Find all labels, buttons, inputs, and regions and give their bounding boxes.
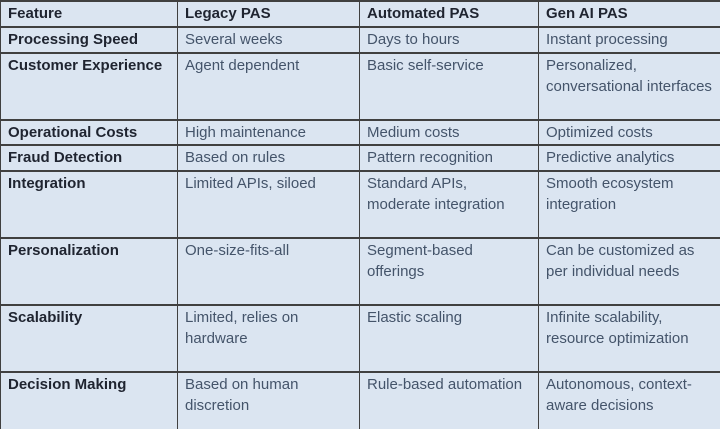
feature-cell: Decision Making: [0, 370, 178, 429]
column-header-gen-ai-pas: Gen AI PAS: [538, 0, 720, 28]
automated-cell: Basic self-service: [359, 51, 539, 121]
table-row-decision-making: Decision Making Based on human discretio…: [0, 370, 720, 429]
gen-ai-cell: Predictive analytics: [538, 144, 720, 172]
automated-cell: Days to hours: [359, 26, 539, 54]
table-row-operational-costs: Operational Costs High maintenance Mediu…: [0, 118, 720, 146]
table-row-personalization: Personalization One-size-fits-all Segmen…: [0, 236, 720, 306]
automated-cell: Medium costs: [359, 118, 539, 146]
legacy-cell: Limited APIs, siloed: [177, 169, 360, 239]
automated-cell: Elastic scaling: [359, 303, 539, 373]
gen-ai-cell: Can be customized as per individual need…: [538, 236, 720, 306]
feature-cell: Customer Experience: [0, 51, 178, 121]
gen-ai-cell: Infinite scalability, resource optimizat…: [538, 303, 720, 373]
table-row-integration: Integration Limited APIs, siloed Standar…: [0, 169, 720, 239]
header-row: Feature Legacy PAS Automated PAS Gen AI …: [0, 0, 720, 28]
gen-ai-cell: Personalized, conversational interfaces: [538, 51, 720, 121]
column-header-legacy-pas: Legacy PAS: [177, 0, 360, 28]
gen-ai-cell: Autonomous, context-aware decisions: [538, 370, 720, 429]
automated-cell: Rule-based automation: [359, 370, 539, 429]
gen-ai-cell: Instant processing: [538, 26, 720, 54]
automated-cell: Segment-based offerings: [359, 236, 539, 306]
automated-cell: Standard APIs, moderate integration: [359, 169, 539, 239]
legacy-cell: Several weeks: [177, 26, 360, 54]
table-row-scalability: Scalability Limited, relies on hardware …: [0, 303, 720, 373]
column-header-feature: Feature: [0, 0, 178, 28]
table-row-customer-experience: Customer Experience Agent dependent Basi…: [0, 51, 720, 121]
legacy-cell: High maintenance: [177, 118, 360, 146]
table-row-fraud-detection: Fraud Detection Based on rules Pattern r…: [0, 144, 720, 172]
legacy-cell: Limited, relies on hardware: [177, 303, 360, 373]
legacy-cell: Agent dependent: [177, 51, 360, 121]
legacy-cell: Based on human discretion: [177, 370, 360, 429]
table-row-processing-speed: Processing Speed Several weeks Days to h…: [0, 26, 720, 54]
feature-cell: Processing Speed: [0, 26, 178, 54]
automated-cell: Pattern recognition: [359, 144, 539, 172]
gen-ai-cell: Smooth ecosystem integration: [538, 169, 720, 239]
feature-cell: Scalability: [0, 303, 178, 373]
feature-cell: Fraud Detection: [0, 144, 178, 172]
column-header-automated-pas: Automated PAS: [359, 0, 539, 28]
gen-ai-cell: Optimized costs: [538, 118, 720, 146]
feature-cell: Personalization: [0, 236, 178, 306]
legacy-cell: One-size-fits-all: [177, 236, 360, 306]
feature-cell: Integration: [0, 169, 178, 239]
feature-cell: Operational Costs: [0, 118, 178, 146]
legacy-cell: Based on rules: [177, 144, 360, 172]
